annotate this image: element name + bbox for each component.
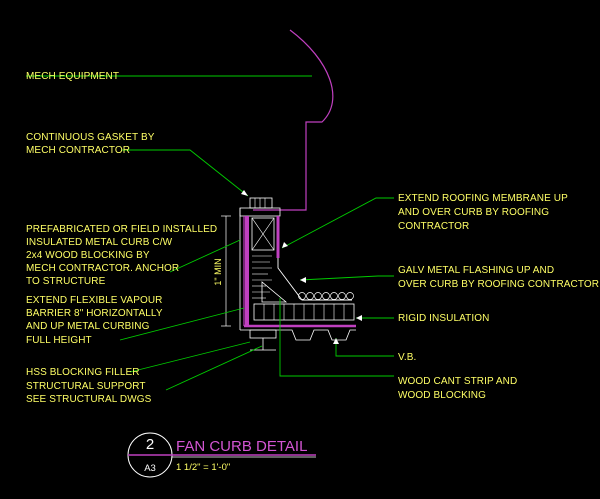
svg-text:AND OVER CURB BY ROOFING: AND OVER CURB BY ROOFING — [398, 207, 549, 218]
mech-equipment-outline — [253, 29, 334, 211]
dimension-line — [221, 215, 231, 327]
title-block: 2 A3 FAN CURB DETAIL 1 1/2" = 1'-0" — [127, 432, 316, 478]
svg-text:SEE STRUCTURAL DWGS: SEE STRUCTURAL DWGS — [26, 394, 152, 405]
label-rigid-insulation: RIGID INSULATION — [398, 313, 489, 324]
label-mech-equipment: MECH EQUIPMENT — [26, 71, 119, 82]
svg-text:WOOD CANT STRIP AND: WOOD CANT STRIP AND — [398, 376, 517, 387]
label-gasket: CONTINUOUS GASKET BY MECH CONTRACTOR — [26, 132, 155, 156]
label-cant-strip: WOOD CANT STRIP AND WOOD BLOCKING — [398, 376, 517, 401]
detail-title: FAN CURB DETAIL — [176, 438, 307, 455]
svg-text:EXTEND ROOFING MEMBRANE UP: EXTEND ROOFING MEMBRANE UP — [398, 193, 568, 204]
detail-scale: 1 1/2" = 1'-0" — [176, 462, 230, 473]
svg-text:INSULATED METAL CURB C/W: INSULATED METAL CURB C/W — [26, 237, 173, 248]
svg-text:BARRIER 8" HORIZONTALLY: BARRIER 8" HORIZONTALLY — [26, 308, 163, 319]
svg-text:PREFABRICATED OR FIELD INSTALL: PREFABRICATED OR FIELD INSTALLED — [26, 224, 217, 235]
svg-text:OVER CURB BY ROOFING CONTRACTO: OVER CURB BY ROOFING CONTRACTOR — [398, 279, 599, 290]
leader-arrowheads — [241, 190, 362, 344]
svg-text:STRUCTURAL SUPPORT: STRUCTURAL SUPPORT — [26, 381, 146, 392]
label-galv-flashing: GALV METAL FLASHING UP AND OVER CURB BY … — [398, 265, 599, 290]
svg-text:MECH CONTRACTOR. ANCHOR: MECH CONTRACTOR. ANCHOR — [26, 263, 179, 274]
sheet-number: A3 — [144, 463, 156, 474]
label-vb: V.B. — [398, 352, 416, 363]
svg-text:CONTINUOUS GASKET BY: CONTINUOUS GASKET BY — [26, 132, 155, 143]
label-hss-blocking: HSS BLOCKING FILLER — [26, 367, 140, 378]
svg-text:WOOD BLOCKING: WOOD BLOCKING — [398, 390, 486, 401]
label-structural-support: STRUCTURAL SUPPORT SEE STRUCTURAL DWGS — [26, 381, 152, 405]
svg-text:CONTRACTOR: CONTRACTOR — [398, 221, 469, 232]
label-roofing-membrane: EXTEND ROOFING MEMBRANE UP AND OVER CURB… — [398, 193, 568, 232]
svg-text:FULL HEIGHT: FULL HEIGHT — [26, 335, 92, 346]
dimension-label: 1" MIN — [213, 258, 223, 285]
svg-text:EXTEND FLEXIBLE VAPOUR: EXTEND FLEXIBLE VAPOUR — [26, 295, 163, 306]
svg-text:2x4 WOOD BLOCKING BY: 2x4 WOOD BLOCKING BY — [26, 250, 150, 261]
curb-assembly — [239, 197, 356, 351]
svg-text:TO STRUCTURE: TO STRUCTURE — [26, 276, 106, 287]
label-curb: PREFABRICATED OR FIELD INSTALLED INSULAT… — [26, 224, 217, 287]
detail-number: 2 — [146, 436, 154, 453]
svg-text:AND UP METAL CURBING: AND UP METAL CURBING — [26, 321, 150, 332]
label-vapour-barrier: EXTEND FLEXIBLE VAPOUR BARRIER 8" HORIZO… — [26, 295, 163, 346]
svg-text:GALV METAL FLASHING UP AND: GALV METAL FLASHING UP AND — [398, 265, 554, 276]
svg-text:MECH CONTRACTOR: MECH CONTRACTOR — [26, 145, 130, 156]
